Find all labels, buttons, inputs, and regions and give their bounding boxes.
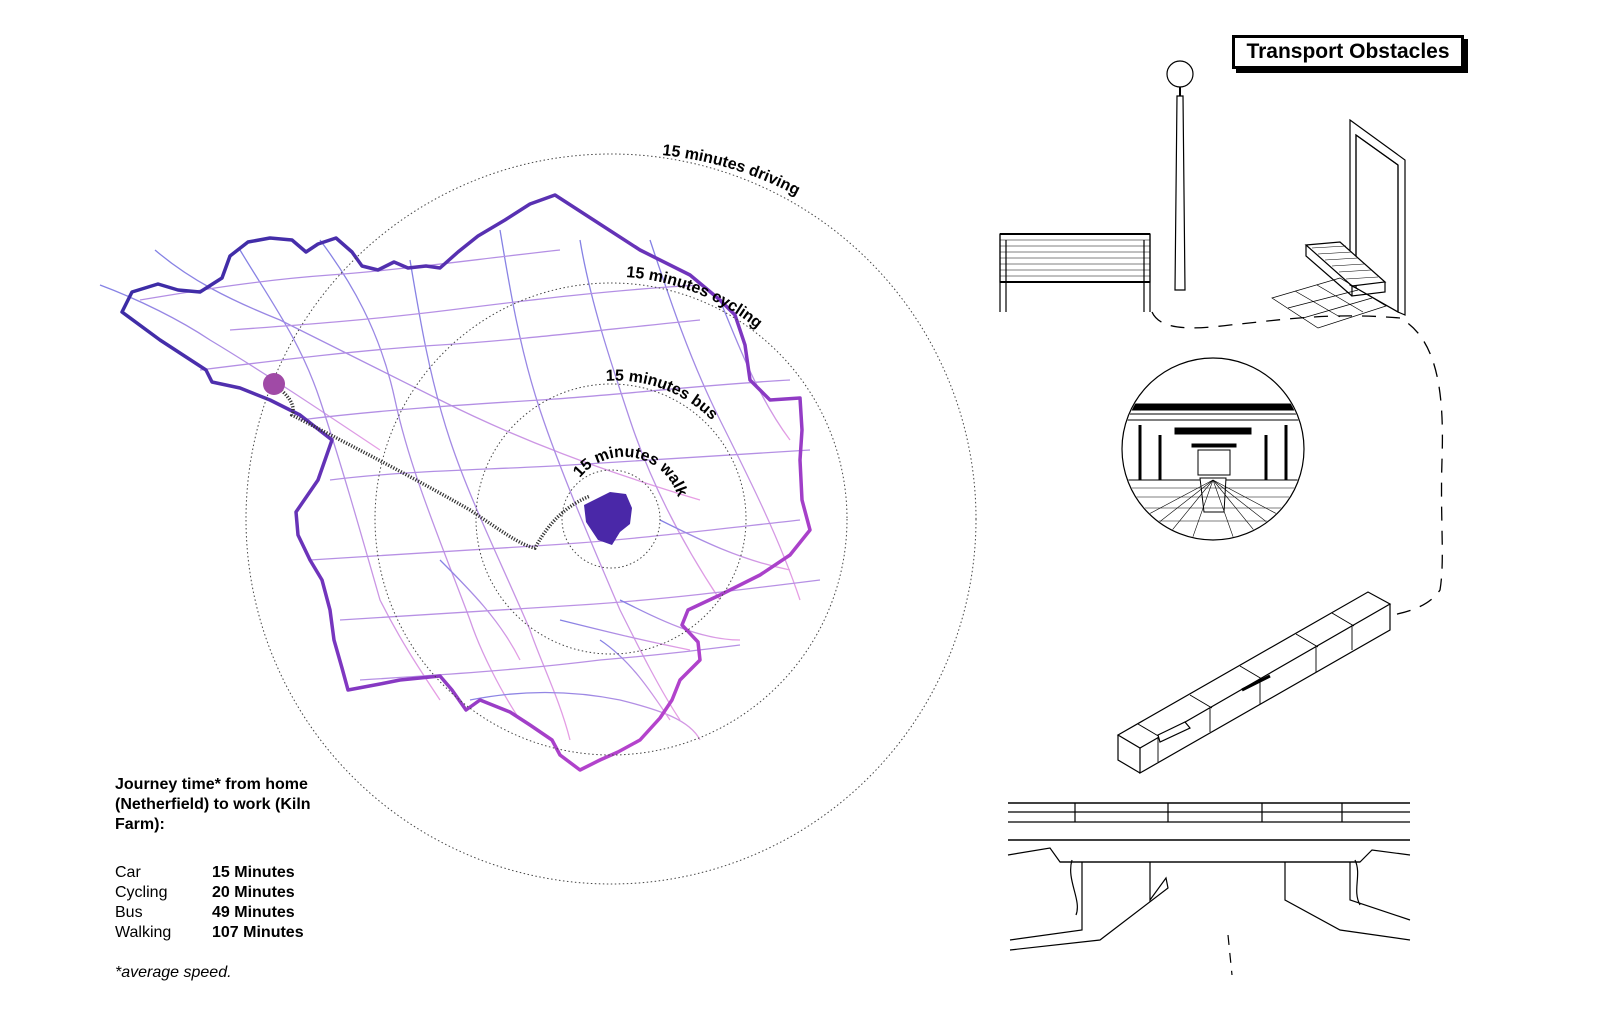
mode-time: 49 Minutes (212, 904, 295, 921)
street-lamp-icon (1166, 60, 1194, 291)
ring-cycling (374, 282, 848, 756)
ring-bus (475, 383, 747, 655)
ring-label-cycling: 15 minutes cycling (626, 264, 766, 332)
journey-heading: Journey time* from home (Netherfield) to… (115, 776, 311, 833)
journey-row: Walking 107 Minutes (115, 923, 355, 943)
commute-route (273, 383, 591, 550)
obstacles-panel (999, 60, 1444, 976)
connector-dashed-path (1151, 311, 1444, 616)
borough-boundary (120, 193, 812, 772)
barrier-icon (1116, 591, 1392, 775)
mode-name: Bus (115, 904, 143, 921)
bench-icon (999, 233, 1151, 312)
bridge-icon (1007, 802, 1411, 976)
mode-time: 107 Minutes (212, 924, 304, 941)
mode-time: 20 Minutes (212, 884, 295, 901)
ring-label-bus: 15 minutes bus (605, 368, 721, 424)
bus-shelter-icon (1271, 118, 1406, 329)
home-marker-netherfield (263, 373, 285, 395)
mode-time: 15 Minutes (212, 864, 295, 881)
ring-driving (245, 153, 977, 885)
catchment-rings (245, 153, 977, 885)
mode-name: Cycling (115, 884, 168, 901)
ring-walk (561, 469, 661, 569)
ring-label-walk: 15 minutes walk (570, 444, 690, 499)
journey-footnote: *average speed. (115, 964, 232, 981)
road-network (99, 229, 821, 741)
mode-name: Walking (115, 924, 172, 941)
panel-title: Transport Obstacles (1232, 35, 1464, 69)
journey-row: Car 15 Minutes (115, 863, 355, 883)
underpass-icon (1121, 357, 1305, 541)
journey-row: Bus 49 Minutes (115, 903, 355, 923)
work-zone-kiln-farm (584, 492, 632, 545)
journey-legend: Journey time* from home (Netherfield) to… (115, 775, 355, 983)
journey-row: Cycling 20 Minutes (115, 883, 355, 903)
ring-label-driving: 15 minutes driving (662, 142, 803, 199)
mode-name: Car (115, 864, 141, 881)
